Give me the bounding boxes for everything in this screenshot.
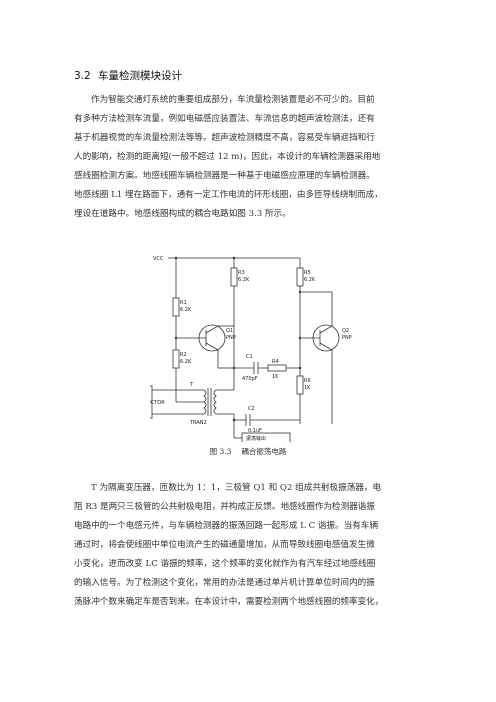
r1-label: R1 [180, 300, 187, 306]
figure-title: 耦合振荡电路 [241, 447, 287, 456]
c2-value: 0.1uF [248, 428, 262, 434]
transformer-label: T [189, 382, 194, 388]
r5-value: 6.2K [304, 277, 316, 283]
r1-value: 6.2K [180, 307, 192, 313]
coupled-oscillator-circuit: VCC R1 6.2K R2 6.2K R3 6.2K R5 6.2K R6 1… [150, 256, 352, 442]
c1-label: C1 [246, 354, 253, 360]
r1-resistor [172, 297, 180, 317]
paragraph-1: 作为智能交通灯系统的重要组成部分，车流量检测装置是必不可少的。目前 有多种方法检… [74, 91, 434, 224]
q2-type: PNP [342, 335, 352, 341]
paragraph-line: 电路中的一个电感元件，与车辆检测器的振荡回路一起形成 L C 谐振。当有车辆 [74, 521, 379, 531]
r3-resistor [230, 267, 238, 287]
paragraph-line: 通过时，将会使线圈中单位电流产生的磁通量增加，从而导致线圈电感值发生微 [74, 540, 375, 550]
q1-type: PNP [226, 335, 236, 341]
c2-label: C2 [248, 406, 255, 412]
r6-value: 1K [304, 385, 311, 391]
paragraph-line: 阻 R3 是两只三极管的公共射极电阻，并构成正反馈。地感线圈作为检测器谐振 [74, 502, 375, 512]
section-title: 车量检测模块设计 [98, 70, 182, 82]
paragraph-line: 荡脉冲个数来确定车是否到来。在本设计中，需要检测两个地感线圈的频率变化， [74, 597, 384, 607]
output-label-box [241, 432, 291, 442]
paragraph-line: 的输入信号。为了检测这个变化，常用的办法是通过单片机计算单位时间内的振 [74, 578, 375, 588]
r3-label: R3 [238, 270, 245, 276]
r3-value: 6.2K [238, 277, 250, 283]
l1-type: INDUCTOR [150, 400, 165, 406]
r5-label: R5 [304, 270, 311, 276]
paragraph-line: 有多种方法检测车流量，例如电磁感应装置法、车流信息的超声波检测法，还有 [74, 114, 375, 124]
r4-resistor [267, 364, 287, 372]
r6-label: R6 [304, 378, 311, 384]
q1-label: Q1 [226, 328, 233, 334]
r2-label: R2 [180, 352, 187, 358]
paragraph-line: T 为隔离变压器，匝数比为 1：1，三极管 Q1 和 Q2 组成共射极振荡器，电 [91, 483, 382, 493]
r2-value: 6.2K [180, 359, 192, 365]
transformer-secondary [213, 389, 217, 415]
figure-caption: 图 3.3 耦合振荡电路 [0, 446, 496, 457]
r6-resistor [296, 375, 304, 395]
figure-number: 图 3.3 [209, 447, 232, 456]
vcc-label: VCC [153, 256, 164, 262]
paragraph-line: 感线圈检测方案。地感线圈车辆检测器是一种基于电磁感应原理的车辆检测器。 [74, 171, 375, 181]
l1-inductor [150, 385, 153, 419]
output-label: 振荡输出 [246, 435, 266, 442]
paragraph-line: 埋设在道路中。地感线圈构成的耦合电路如图 3.3 所示。 [74, 209, 291, 219]
r4-label: R4 [272, 359, 279, 365]
transformer-type: TRAN2 [189, 420, 207, 426]
r2-resistor [172, 349, 180, 369]
paragraph-line: 地感线圈 L1 埋在路面下，通有一定工作电流的环形线圈，由多匝导线绕制而成， [74, 190, 383, 200]
r4-value: 1K [272, 374, 279, 380]
c1-value: 470pF [242, 376, 258, 382]
q2-label: Q2 [342, 328, 349, 334]
paragraph-line: 基于机器视觉的车流量检测法等等。超声波检测精度不高，容易受车辆遮挡和行 [74, 133, 375, 143]
r5-resistor [296, 267, 304, 287]
paragraph-2: T 为隔离变压器，匝数比为 1：1，三极管 Q1 和 Q2 组成共射极振荡器，电… [74, 479, 434, 612]
paragraph-line: 人的影响，检测的距离短(一般不超过 12 m)，因此，本设计的车辆检测器采用地 [74, 152, 381, 162]
section-number: 3.2 [74, 70, 91, 82]
paragraph-line: 作为智能交通灯系统的重要组成部分，车流量检测装置是必不可少的。目前 [91, 95, 375, 105]
section-heading: 3.2 车量检测模块设计 [74, 68, 182, 83]
paragraph-line: 小变化，进而改变 LC 谐振的频率，这个频率的变化就作为有汽车经过地感线圈 [74, 559, 376, 569]
transformer-primary [203, 389, 207, 415]
